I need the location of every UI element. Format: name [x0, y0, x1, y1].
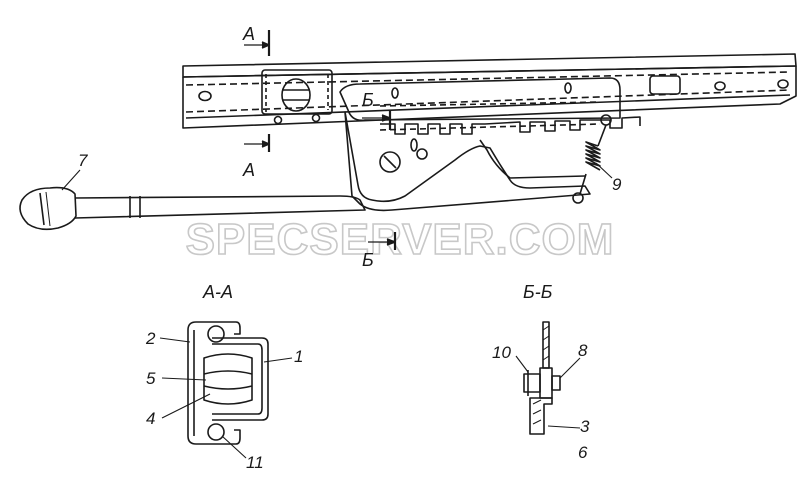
toothed-rack [380, 116, 641, 135]
section-a-a-title: А-А [202, 282, 233, 302]
callout-11: 11 [246, 453, 264, 472]
handle-rod [74, 195, 366, 219]
seat-rail-assembly [19, 30, 797, 250]
callout-1: 1 [294, 347, 303, 366]
lever-bolt [379, 151, 401, 173]
lock-plate [339, 77, 621, 122]
callout-3: 3 [580, 417, 590, 436]
cut-mark-a-top: А [242, 24, 255, 44]
section-a-a-drawing [159, 321, 293, 459]
callout-9: 9 [612, 175, 622, 194]
callout-2: 2 [145, 329, 156, 348]
handle-knob [19, 186, 77, 231]
lock-lever [344, 111, 591, 212]
return-spring [572, 114, 612, 204]
callout-7: 7 [78, 151, 88, 170]
callout-4: 4 [146, 409, 155, 428]
callout-5: 5 [146, 369, 156, 388]
section-b-b-title: Б-Б [523, 282, 553, 302]
cut-mark-a-bottom: А [242, 160, 255, 180]
callout-6: 6 [578, 443, 588, 462]
cut-mark-b-bottom: Б [362, 250, 374, 270]
lower-rail [182, 66, 797, 129]
roller-group [261, 69, 333, 125]
cut-mark-b-top: Б [362, 90, 374, 110]
callout-10: 10 [492, 343, 511, 362]
section-b-b-drawing [515, 321, 581, 435]
watermark: SPECSERVER.COM [186, 215, 615, 264]
callout-8: 8 [578, 341, 588, 360]
